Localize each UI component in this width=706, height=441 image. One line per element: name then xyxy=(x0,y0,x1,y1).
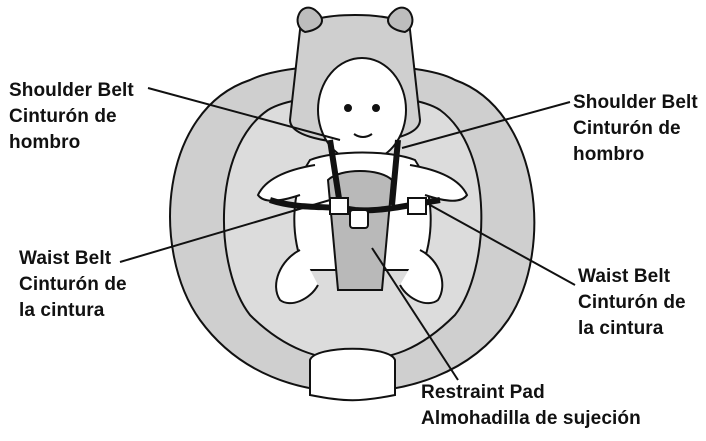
base-control xyxy=(310,349,395,401)
callout-es-line1: Cinturón de xyxy=(578,290,686,316)
buckle-right xyxy=(408,198,426,214)
callout-en: Restraint Pad xyxy=(421,380,641,406)
callout-waist-belt-right: Waist Belt Cinturón de la cintura xyxy=(578,264,686,342)
callout-shoulder-belt-right: Shoulder Belt Cinturón de hombro xyxy=(573,90,698,168)
buckle-left xyxy=(330,198,348,214)
callout-es-line2: hombro xyxy=(573,142,698,168)
callout-es-line2: hombro xyxy=(9,130,134,156)
baby-eye-left xyxy=(345,105,351,111)
callout-es-line1: Cinturón de xyxy=(9,104,134,130)
seat-drawing xyxy=(170,8,534,401)
callout-restraint-pad: Restraint Pad Almohadilla de sujeción xyxy=(421,380,641,432)
callout-en: Waist Belt xyxy=(578,264,686,290)
buckle-center xyxy=(350,210,368,228)
callout-es-line1: Almohadilla de sujeción xyxy=(421,406,641,432)
callout-en: Shoulder Belt xyxy=(573,90,698,116)
callout-en: Waist Belt xyxy=(19,246,127,272)
callout-es-line1: Cinturón de xyxy=(19,272,127,298)
callout-en: Shoulder Belt xyxy=(9,78,134,104)
callout-shoulder-belt-left: Shoulder Belt Cinturón de hombro xyxy=(9,78,134,156)
callout-es-line1: Cinturón de xyxy=(573,116,698,142)
baby-eye-right xyxy=(373,105,379,111)
callout-es-line2: la cintura xyxy=(19,298,127,324)
callout-es-line2: la cintura xyxy=(578,316,686,342)
callout-waist-belt-left: Waist Belt Cinturón de la cintura xyxy=(19,246,127,324)
